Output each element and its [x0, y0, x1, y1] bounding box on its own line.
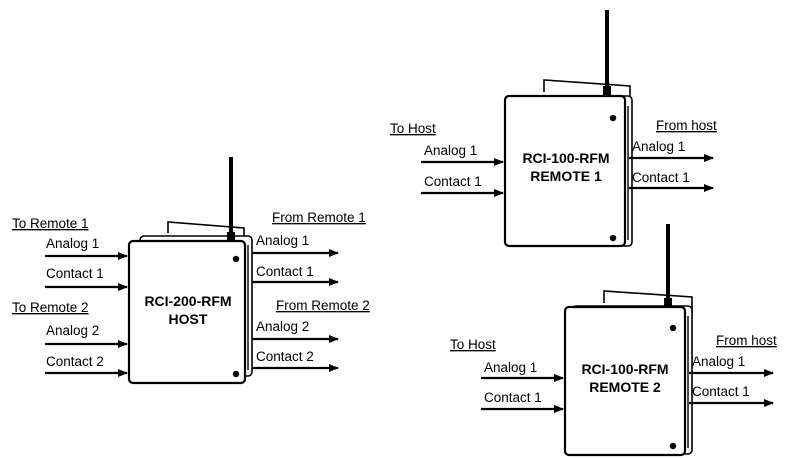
remote1-from-host-label: From host	[656, 118, 717, 133]
host-enclosure	[127, 239, 247, 385]
host-in-analog1-label: Analog 1	[46, 236, 99, 251]
remote2-out-contact1-label: Contact 1	[692, 384, 750, 399]
remote1-name-line2: REMOTE 1	[530, 168, 602, 184]
host-out-analog2-label: Analog 2	[256, 319, 309, 334]
remote2-enclosure	[563, 305, 687, 457]
host-unit: RCI-200-RFM HOST To Remote 1 Analog 1 Co…	[12, 157, 370, 385]
remote2-antenna-icon	[666, 224, 670, 312]
host-out-contact2-label: Contact 2	[256, 349, 314, 364]
host-in-contact1-label: Contact 1	[46, 266, 104, 281]
remote2-name-line1: RCI-100-RFM	[581, 361, 668, 377]
host-to-remote2-label: To Remote 2	[12, 300, 89, 315]
remote2-from-host-label: From host	[716, 333, 777, 348]
host-from-remote2-label: From Remote 2	[276, 298, 370, 313]
host-out-contact1-label: Contact 1	[256, 264, 314, 279]
remote2-unit: RCI-100-RFM REMOTE 2 To Host Analog 1 Co…	[450, 224, 777, 457]
remote1-screw-icon	[609, 114, 617, 122]
remote1-in-contact1-label: Contact 1	[424, 174, 482, 189]
remote1-enclosure	[503, 94, 627, 248]
host-from-remote1-label: From Remote 1	[272, 210, 366, 225]
remote2-name-line2: REMOTE 2	[589, 379, 661, 395]
host-name-line1: RCI-200-RFM	[144, 293, 231, 309]
host-antenna-icon	[229, 157, 233, 247]
remote1-in-analog1-label: Analog 1	[424, 143, 477, 158]
remote1-to-host-label: To Host	[390, 121, 436, 136]
remote2-out-analog1-label: Analog 1	[692, 354, 745, 369]
host-out-analog1-label: Analog 1	[256, 233, 309, 248]
remote1-out-contact1-label: Contact 1	[632, 170, 690, 185]
remote1-unit: RCI-100-RFM REMOTE 1 To Host Analog 1 Co…	[390, 10, 717, 248]
remote2-in-analog1-label: Analog 1	[484, 360, 537, 375]
host-in-contact2-label: Contact 2	[46, 354, 104, 369]
host-in-analog2-label: Analog 2	[46, 323, 99, 338]
host-to-remote1-label: To Remote 1	[12, 216, 89, 231]
host-screw-icon	[232, 255, 240, 263]
remote2-to-host-label: To Host	[450, 337, 496, 352]
remote2-in-contact1-label: Contact 1	[484, 390, 542, 405]
remote1-antenna-icon	[605, 10, 609, 100]
remote1-out-analog1-label: Analog 1	[632, 139, 685, 154]
host-name-line2: HOST	[169, 311, 208, 327]
remote2-screw-icon	[669, 324, 677, 332]
remote1-name-line1: RCI-100-RFM	[522, 150, 609, 166]
